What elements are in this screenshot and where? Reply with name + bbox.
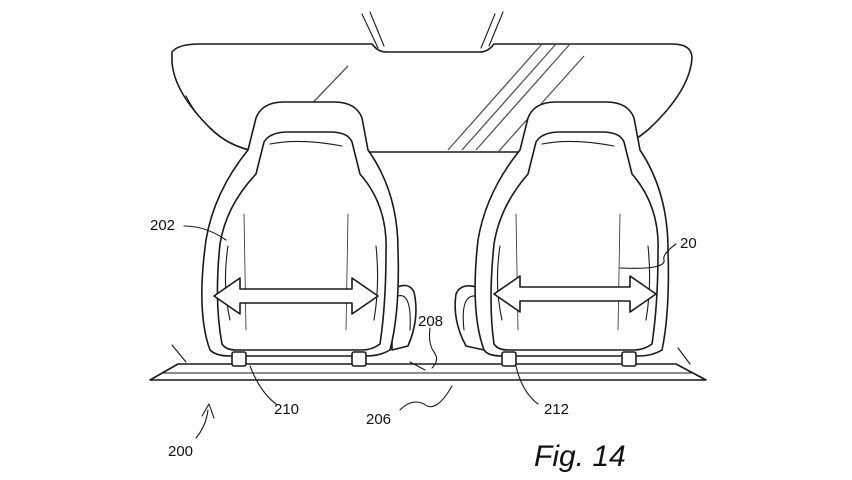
seat-right xyxy=(454,101,670,367)
seat-right-foot-left xyxy=(501,351,517,367)
seat-left-shell xyxy=(201,101,400,357)
label-212: 212 xyxy=(544,401,569,418)
seat-left-foot-left xyxy=(231,351,247,367)
seat-left-foot-right xyxy=(351,351,367,367)
reference-labels: 202 20 208 210 206 212 200 Fig. 14 xyxy=(150,217,697,473)
label-206: 206 xyxy=(366,411,391,428)
label-202: 202 xyxy=(150,217,175,234)
seat-left-slide-arrow xyxy=(213,277,379,315)
figure-caption: Fig. 14 xyxy=(534,440,626,473)
label-208: 208 xyxy=(418,313,443,330)
mirror-mount xyxy=(361,11,504,49)
leader-lines xyxy=(183,225,677,439)
seat-right-foot-right xyxy=(621,351,637,367)
seat-right-slide-arrow xyxy=(493,275,657,313)
seat-right-shell xyxy=(474,101,670,357)
seat-left xyxy=(201,101,417,367)
label-200: 200 xyxy=(168,443,193,460)
label-20: 20 xyxy=(680,235,697,252)
label-210: 210 xyxy=(274,401,299,418)
